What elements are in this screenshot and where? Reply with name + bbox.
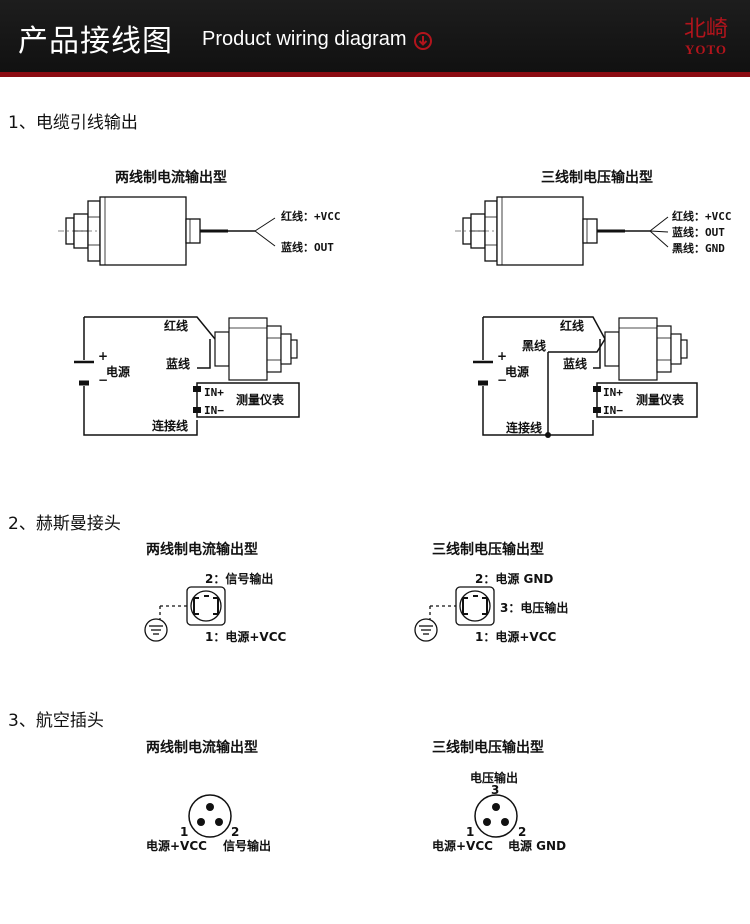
circuit3-connect-label: 连接线 <box>506 420 542 435</box>
hirschmann-connector-3wire <box>414 586 495 642</box>
circuit3-plus-label: + <box>497 349 507 363</box>
aviation-3wire-n2: 2 <box>518 825 526 839</box>
aviation-2wire-pin1: 电源+VCC <box>146 838 207 853</box>
meter-label: 测量仪表 <box>236 392 285 407</box>
cable-3wire-leads <box>597 216 669 248</box>
brand-logo: 北崎 YOTO <box>676 18 736 58</box>
circuit3-black-label: 黑线 <box>522 338 546 353</box>
hirschmann-2wire-pin2: 2：信号输出 <box>205 571 273 586</box>
circuit-blue-label: 蓝线 <box>166 356 190 371</box>
circuit-sensor-2wire <box>214 317 298 381</box>
hirschmann-3wire-pin1: 1：电源+VCC <box>475 629 556 644</box>
circuit3-power-label: 电源 <box>505 364 529 379</box>
section-title-aviation: 3、航空插头 <box>8 711 104 731</box>
aviation-2wire-n2: 2 <box>231 825 239 839</box>
header-bar: 产品接线图 Product wiring diagram 北崎 YOTO <box>0 0 750 77</box>
circuit-sensor-3wire <box>604 317 688 381</box>
circuit-plus-label: + <box>98 349 108 363</box>
aviation-3wire-title: 三线制电压输出型 <box>432 739 544 756</box>
wire-red-label-3: 红线：+VCC <box>672 209 732 223</box>
meter-in-plus: IN+ <box>204 386 224 399</box>
aviation-3wire-pin1: 电源+VCC <box>432 838 493 853</box>
page-title-en: Product wiring diagram <box>202 28 407 50</box>
meter3-label: 测量仪表 <box>636 392 685 407</box>
meter-in-minus: IN− <box>204 404 224 417</box>
circuit-3wire <box>473 316 698 438</box>
wire-red-label: 红线：+VCC <box>281 209 341 223</box>
cable-3wire-title: 三线制电压输出型 <box>541 169 653 186</box>
circuit3-minus-label: − <box>497 373 507 387</box>
circuit-connect-label: 连接线 <box>152 418 188 433</box>
cable-2wire-leads <box>200 217 276 247</box>
page-title-cn: 产品接线图 <box>18 24 173 59</box>
aviation-3wire-pin3: 电压输出 <box>470 770 518 785</box>
hirschmann-2wire-title: 两线制电流输出型 <box>146 541 258 558</box>
aviation-2wire-n1: 1 <box>180 825 188 839</box>
circuit3-blue-label: 蓝线 <box>563 356 587 371</box>
aviation-connector-2wire <box>188 794 232 838</box>
aviation-connector-3wire <box>474 794 518 838</box>
aviation-2wire-pin2: 信号输出 <box>223 838 271 853</box>
section-title-hirschmann: 2、赫斯曼接头 <box>8 514 121 534</box>
wire-blue-label-3: 蓝线：OUT <box>672 225 725 239</box>
hirschmann-connector-2wire <box>144 586 226 642</box>
aviation-3wire-n1: 1 <box>466 825 474 839</box>
aviation-2wire-title: 两线制电流输出型 <box>146 739 258 756</box>
meter3-in-plus: IN+ <box>603 386 623 399</box>
hirschmann-3wire-pin3: 3：电压输出 <box>500 600 568 615</box>
wire-black-label-3: 黑线：GND <box>672 241 725 255</box>
circuit-power-label: 电源 <box>106 364 130 379</box>
circuit-minus-label: − <box>98 373 108 387</box>
section-title-cable: 1、电缆引线输出 <box>8 113 138 133</box>
hirschmann-3wire-title: 三线制电压输出型 <box>432 541 544 558</box>
meter3-in-minus: IN− <box>603 404 623 417</box>
sensor-2wire <box>57 196 201 266</box>
hirschmann-3wire-pin2: 2：电源 GND <box>475 571 553 586</box>
sensor-3wire <box>454 196 598 266</box>
aviation-3wire-n3: 3 <box>491 783 499 797</box>
cable-2wire-title: 两线制电流输出型 <box>115 169 227 186</box>
circuit-red-label: 红线 <box>164 318 188 333</box>
brand-name-cn: 北崎 <box>683 17 728 42</box>
circuit-2wire <box>74 316 300 436</box>
circuit3-red-label: 红线 <box>560 318 584 333</box>
down-arrow-circle-icon <box>414 32 432 50</box>
header-accent-line <box>0 72 750 77</box>
brand-name-en: YOTO <box>684 42 728 57</box>
wire-blue-label: 蓝线：OUT <box>281 240 334 254</box>
aviation-3wire-pin2: 电源 GND <box>508 838 566 853</box>
hirschmann-2wire-pin1: 1：电源+VCC <box>205 629 286 644</box>
